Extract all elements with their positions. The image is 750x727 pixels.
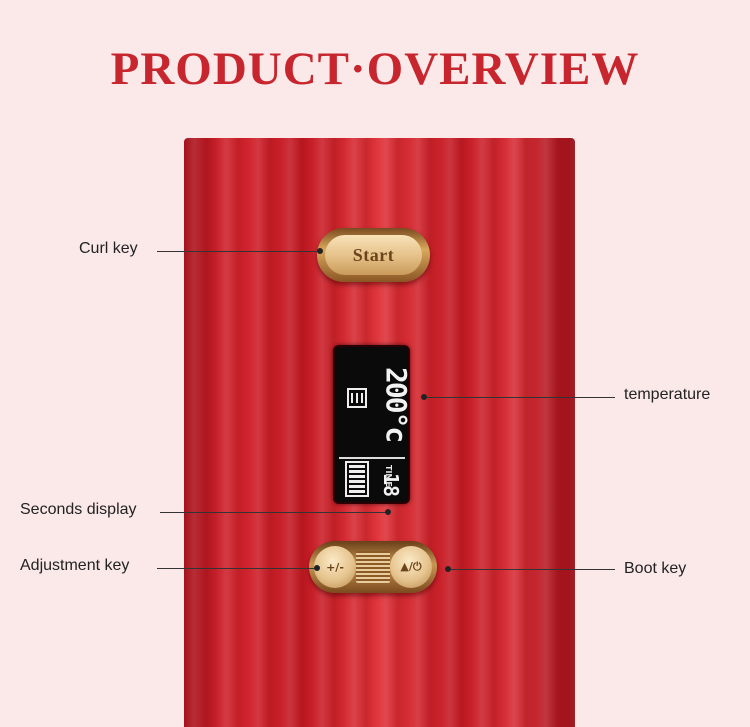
power-icon: ▲/⏻ [400, 560, 422, 573]
lcd-display: 200°c TIME 18 [333, 345, 410, 504]
callout-line-temperature [427, 397, 615, 398]
adjustment-button-label: +/- [326, 560, 344, 574]
curl-start-button[interactable]: Start [317, 228, 430, 282]
callout-curl-key: Curl key [79, 240, 138, 257]
seconds-readout: 18 [379, 473, 403, 498]
start-button-label: Start [325, 235, 422, 275]
callout-seconds-display: Seconds display [20, 501, 137, 518]
callout-boot-key: Boot key [624, 560, 687, 577]
callout-temperature: temperature [624, 386, 711, 403]
callout-dot-curl-key [317, 248, 323, 254]
temperature-readout: 200°c [380, 367, 410, 442]
callout-dot-boot-key [445, 566, 451, 572]
page-title: PRODUCT·OVERVIEW [110, 43, 640, 95]
control-button-group: +/- ▲/⏻ [309, 541, 437, 593]
callout-adjustment-key: Adjustment key [20, 557, 130, 574]
heat-comb-icon [347, 388, 367, 408]
callout-line-boot-key [451, 569, 615, 570]
callout-line-seconds-display [160, 512, 386, 513]
display-divider [339, 457, 405, 459]
callout-line-curl-key [157, 251, 317, 252]
grip-ribs [356, 551, 390, 583]
battery-level-icon [345, 461, 369, 497]
boot-power-button[interactable]: ▲/⏻ [390, 546, 432, 588]
callout-dot-adjustment-key [314, 565, 320, 571]
callout-dot-temperature [421, 394, 427, 400]
callout-line-adjustment-key [157, 568, 317, 569]
callout-dot-seconds-display [385, 509, 391, 515]
adjustment-button[interactable]: +/- [314, 546, 356, 588]
temperature-readout-wrap: 200°c [371, 355, 410, 453]
